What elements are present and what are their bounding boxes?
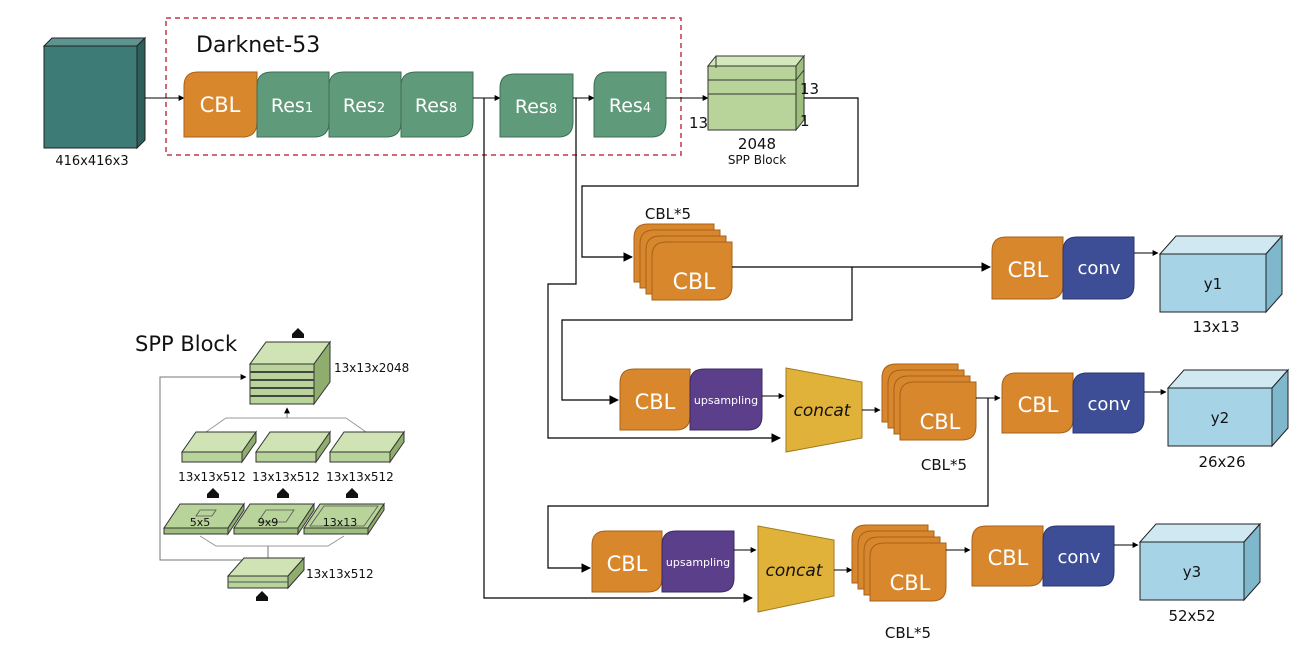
spp-detail-bottom-arrowhead [256, 591, 268, 601]
spp-dim-13-left: 13 [689, 114, 708, 132]
spp-detail-split-line [199, 535, 345, 547]
cbl-up1-block: CBL [619, 368, 691, 431]
spp-detail-pool-5x5 [163, 502, 245, 536]
res4-block: Res4 [593, 71, 667, 138]
svg-text:Res1: Res1 [271, 95, 313, 117]
darknet-title: Darknet-53 [196, 33, 320, 58]
cbl5-mid-to-cbl-up2-line [547, 398, 989, 573]
svg-text:concat: concat [766, 561, 824, 581]
cbl-out1-block: CBL [991, 236, 1064, 300]
cbl5-mid-caption: CBL*5 [921, 456, 967, 474]
cbl5-stack-top: CBL [633, 223, 733, 301]
conv-out3-block: conv [1042, 525, 1115, 587]
res8-block-a: Res8 [400, 71, 474, 138]
spp-detail-pool-label-2: 9x9 [258, 516, 279, 529]
svg-text:y1: y1 [1204, 275, 1222, 293]
svg-text:conv: conv [1078, 258, 1121, 279]
spp-detail-pool-label-1: 5x5 [190, 516, 211, 529]
input-size-label: 416x416x3 [55, 154, 128, 169]
svg-text:CBL: CBL [1008, 258, 1049, 282]
spp-detail-top-arrowhead [292, 328, 304, 338]
svg-text:Res4: Res4 [609, 95, 651, 117]
cbl5-bot-caption: CBL*5 [885, 624, 931, 642]
res2-block: Res2 [328, 71, 402, 138]
backbone-cbl-block: CBL [183, 71, 258, 138]
res8-block-b: Res8 [499, 73, 574, 138]
svg-text:upsampling: upsampling [694, 394, 758, 407]
spp-detail-title: SPP Block [135, 332, 238, 356]
cbl-up2-block: CBL [591, 530, 663, 593]
spp-dim-13-right: 13 [800, 80, 819, 98]
spp-caption: SPP Block [728, 153, 786, 167]
svg-text:CBL: CBL [635, 390, 676, 414]
res1-block: Res1 [256, 71, 330, 138]
res8-branch-line [483, 98, 753, 603]
input-image-cube [42, 36, 147, 150]
spp-detail-pool-13x13 [303, 502, 385, 536]
svg-text:conv: conv [1058, 547, 1101, 568]
upsampling2-block: upsampling [661, 530, 735, 593]
svg-text:Res8: Res8 [515, 96, 557, 118]
concat1-block: concat [785, 367, 863, 453]
spp-detail-pool-label-3: 13x13 [323, 516, 358, 529]
output-y3-cube: y3 [1138, 522, 1262, 602]
svg-text:CBL: CBL [988, 546, 1029, 570]
spp-feature-map [706, 54, 806, 132]
svg-text:CBL: CBL [673, 270, 716, 295]
spp-channels-label: 2048 [738, 135, 776, 153]
spp-detail-top-label: 13x13x2048 [334, 361, 409, 375]
spp-detail-map-2 [255, 430, 331, 464]
darknet-dashed-box [165, 17, 682, 156]
cbl5-top-to-cbl-up1-line [561, 267, 853, 405]
output-y1-size: 13x13 [1192, 318, 1239, 336]
svg-text:CBL: CBL [607, 552, 648, 576]
spp-detail-bottom-label: 13x13x512 [306, 567, 374, 581]
spp-detail-input-map [226, 556, 306, 590]
svg-text:y2: y2 [1211, 409, 1229, 427]
spp-detail-pool-9x9 [233, 502, 315, 536]
output-y1-cube: y1 [1158, 234, 1284, 314]
spp-detail-pool-arrowhead-3 [346, 488, 358, 498]
cbl5-stack-mid: CBL [881, 363, 977, 441]
spp-detail-map-1 [181, 430, 257, 464]
conv-out1-block: conv [1062, 236, 1135, 300]
conv-out2-block: conv [1072, 372, 1145, 434]
cbl-out2-block: CBL [1001, 372, 1074, 434]
upsampling1-block: upsampling [689, 368, 763, 431]
output-y3-size: 52x52 [1168, 607, 1215, 625]
svg-text:CBL: CBL [200, 93, 241, 117]
concat2-block: concat [757, 525, 835, 613]
spp-detail-merge-line [205, 417, 367, 433]
svg-text:concat: concat [794, 401, 852, 421]
spp-detail-mid-label-2: 13x13x512 [252, 470, 320, 484]
spp-detail-mid-label-1: 13x13x512 [178, 470, 246, 484]
output-y2-cube: y2 [1166, 368, 1290, 448]
spp-skip-line [159, 374, 264, 561]
svg-text:CBL: CBL [890, 571, 931, 595]
output-y2-size: 26x26 [1198, 453, 1245, 471]
spp-detail-mid-label-3: 13x13x512 [326, 470, 394, 484]
svg-text:Res2: Res2 [343, 95, 385, 117]
svg-text:CBL: CBL [920, 410, 961, 434]
spp-detail-pool-arrowhead-1 [207, 488, 219, 498]
spp-detail-output-stack [249, 340, 331, 406]
cbl-out3-block: CBL [971, 525, 1044, 587]
svg-text:conv: conv [1088, 394, 1131, 415]
spp-dim-1: 1 [800, 112, 810, 130]
cbl5-stack-bottom: CBL [851, 524, 947, 602]
res4-branch-line [547, 98, 781, 443]
svg-text:CBL: CBL [1018, 393, 1059, 417]
cbl5-top-caption: CBL*5 [645, 205, 691, 223]
svg-text:upsampling: upsampling [666, 556, 730, 569]
svg-text:y3: y3 [1183, 563, 1201, 581]
svg-text:Res8: Res8 [415, 95, 457, 117]
spp-to-cbl5-top-line [581, 97, 859, 262]
spp-detail-map-3 [329, 430, 405, 464]
spp-detail-pool-arrowhead-2 [277, 488, 289, 498]
